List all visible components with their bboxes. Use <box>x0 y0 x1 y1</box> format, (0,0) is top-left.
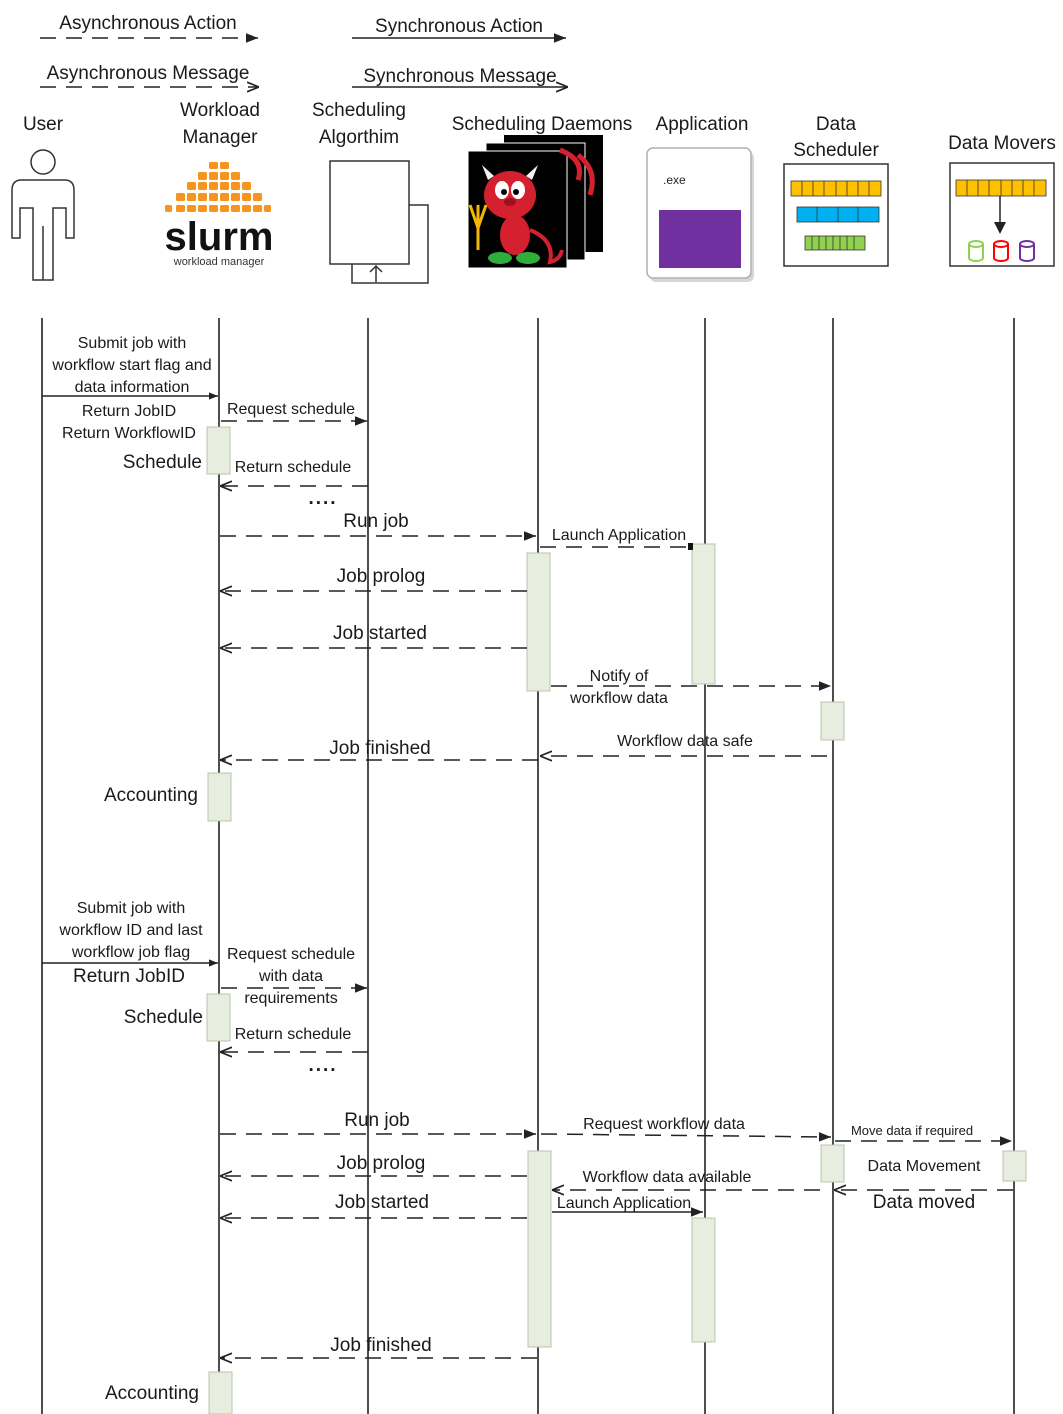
label-request-schedule-2-line2: with data <box>258 968 323 985</box>
label-return-schedule-1: Return schedule <box>235 459 352 476</box>
label-request-schedule-2-line3: requirements <box>244 990 337 1007</box>
label-submit-2-line1: Submit job with <box>77 900 186 917</box>
activation-app-2 <box>691 1217 716 1343</box>
label-move-data: Move data if required <box>851 1123 973 1138</box>
label-submit-2-line2: workflow ID and last <box>58 922 203 939</box>
actor-data-movers-label: Data Movers <box>948 133 1056 154</box>
label-run-job-2: Run job <box>344 1110 410 1131</box>
document-icon <box>329 160 429 284</box>
actor-data-scheduler-label-1: Data <box>816 114 857 135</box>
activation-ds-1 <box>820 701 845 741</box>
application-icon: .exe <box>646 147 754 282</box>
label-return-workflowid: Return WorkflowID <box>62 425 196 442</box>
label-job-started-2: Job started <box>335 1192 429 1213</box>
legend-sync-action-label: Synchronous Action <box>375 16 543 37</box>
label-ellipsis-1: .... <box>308 488 337 509</box>
legend-async-action-label: Asynchronous Action <box>59 13 236 34</box>
label-notify-line1: Notify of <box>590 668 649 685</box>
label-submit-2-line3: workflow job flag <box>71 944 190 961</box>
label-return-jobid-2: Return JobID <box>73 966 185 987</box>
actor-user-label: User <box>23 114 64 135</box>
legend-sync-message-label: Synchronous Message <box>363 66 556 87</box>
label-job-started-1: Job started <box>333 623 427 644</box>
label-submit-1-line1: Submit job with <box>78 335 187 352</box>
label-launch-application-2: Launch Application <box>557 1195 691 1212</box>
actor-scheduling-algorithm-label-1: Scheduling <box>312 100 406 121</box>
label-return-schedule-2: Return schedule <box>235 1026 352 1043</box>
actor-workload-manager-label-1: Workload <box>180 100 260 121</box>
data-movers-icon <box>949 162 1055 267</box>
label-return-jobid-1: Return JobID <box>82 403 176 420</box>
application-exe-label: .exe <box>663 173 686 187</box>
activation-daemon-2 <box>527 1150 552 1348</box>
label-workflow-data-available: Workflow data available <box>583 1169 752 1186</box>
label-launch-application-1: Launch Application <box>552 527 686 544</box>
actor-workload-manager-label-2: Manager <box>183 127 259 148</box>
label-job-finished-1: Job finished <box>329 738 430 759</box>
actor-data-scheduler-label-2: Scheduler <box>793 140 879 161</box>
activation-app-1 <box>691 543 716 685</box>
label-request-schedule-1: Request schedule <box>227 401 355 418</box>
activation-wm-schedule-2 <box>206 993 231 1042</box>
activation-wm-schedule-1 <box>206 426 231 475</box>
label-submit-1-line2: workflow start flag and <box>51 357 211 374</box>
actor-scheduling-daemons-label: Scheduling Daemons <box>452 114 633 135</box>
activation-movers <box>1002 1150 1027 1182</box>
activation-wm-accounting-2 <box>208 1371 233 1414</box>
user-icon <box>11 149 75 281</box>
daemon-icon <box>467 135 603 269</box>
activation-daemon-1 <box>526 552 551 692</box>
slurm-logo: slurm workload manager <box>165 162 274 268</box>
label-accounting-2: Accounting <box>105 1383 199 1404</box>
label-request-schedule-2-line1: Request schedule <box>227 946 355 963</box>
label-job-prolog-1: Job prolog <box>337 566 426 587</box>
label-schedule-1: Schedule <box>123 452 202 473</box>
actor-scheduling-algorithm-label-2: Algorthim <box>319 127 399 148</box>
arrow-request-workflow-data <box>540 1132 832 1142</box>
slurm-logo-sub: workload manager <box>173 256 265 268</box>
legend-async-message-label: Asynchronous Message <box>47 63 250 84</box>
label-data-moved: Data moved <box>873 1192 975 1213</box>
label-submit-1-line3: data information <box>75 379 190 396</box>
label-run-job-1: Run job <box>343 511 409 532</box>
label-ellipsis-2: .... <box>308 1055 337 1076</box>
label-notify-line2: workflow data <box>569 690 668 707</box>
label-accounting-1: Accounting <box>104 785 198 806</box>
label-job-prolog-2: Job prolog <box>337 1153 426 1174</box>
label-schedule-2: Schedule <box>124 1007 203 1028</box>
activation-ds-2 <box>820 1144 845 1183</box>
data-scheduler-icon <box>783 163 889 267</box>
actor-application-label: Application <box>656 114 749 135</box>
legend: Asynchronous Action Synchronous Action A… <box>40 13 568 87</box>
slurm-logo-word: slurm <box>165 215 274 259</box>
label-data-movement: Data Movement <box>868 1158 981 1175</box>
activation-wm-accounting-1 <box>207 772 232 822</box>
label-workflow-data-safe: Workflow data safe <box>617 733 753 750</box>
label-job-finished-2: Job finished <box>330 1335 431 1356</box>
launch-application-1-head <box>688 543 693 550</box>
label-request-workflow-data: Request workflow data <box>583 1116 745 1133</box>
